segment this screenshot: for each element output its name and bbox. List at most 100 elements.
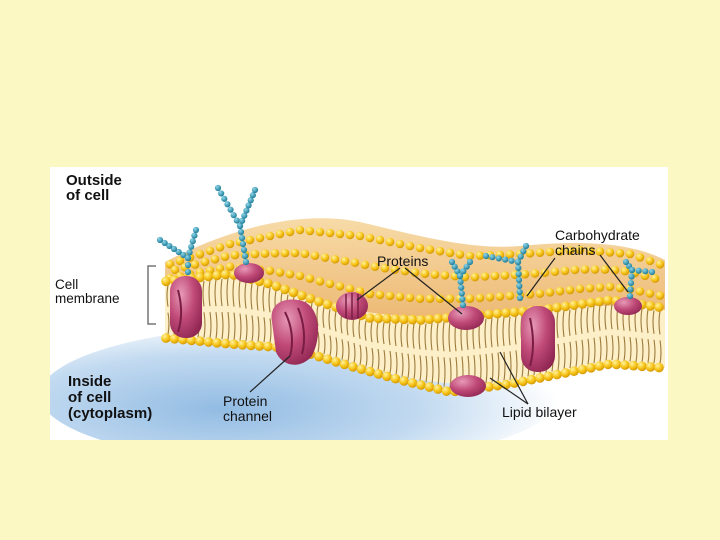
lipid-head [536, 248, 545, 257]
lipid-head [263, 342, 273, 352]
lipid-head [306, 294, 316, 304]
sugar-bead [190, 238, 196, 244]
lipid-head [231, 251, 240, 260]
lipid-head [382, 372, 392, 382]
lipid-head [552, 370, 562, 380]
lipid-head [357, 364, 367, 374]
lipid-head [365, 367, 375, 377]
lipid-head [578, 365, 588, 375]
lipid-head [226, 262, 235, 271]
lipid-head [221, 339, 231, 349]
lipid-head [289, 288, 299, 298]
lipid-head [501, 380, 511, 390]
sugar-bead [628, 280, 634, 286]
lipid-head [326, 229, 335, 238]
sugar-bead [516, 271, 522, 277]
lipid-head [331, 357, 341, 367]
lipid-head [229, 339, 239, 349]
sugar-bead [515, 259, 521, 265]
lipid-head [544, 372, 554, 382]
lipid-head [376, 291, 385, 300]
lipid-head [491, 272, 500, 281]
lipid-head [591, 265, 600, 274]
lipid-head [406, 242, 415, 251]
lipid-head [255, 341, 265, 351]
lipid-head [346, 231, 355, 240]
lipid-head [629, 361, 639, 371]
lipid-head [226, 240, 235, 249]
lipid-head [510, 307, 520, 317]
sugar-bead [460, 302, 466, 308]
lipid-head [314, 352, 324, 362]
sugar-bead [629, 267, 635, 273]
lipid-head [161, 333, 171, 343]
protein-channel [272, 299, 319, 364]
lipid-head [276, 230, 285, 239]
lipid-head [612, 360, 622, 370]
lipid-head [251, 250, 260, 259]
sugar-bead [502, 257, 508, 263]
lipid-head [441, 271, 450, 280]
sugar-bead [523, 243, 529, 249]
lipid-head [374, 369, 384, 379]
lipid-head [436, 247, 445, 256]
lipid-head [306, 274, 315, 283]
lipid-head [382, 314, 392, 324]
lipid-head [484, 310, 494, 320]
lipid-head [561, 368, 571, 378]
sugar-bead [193, 227, 199, 233]
sugar-bead [517, 289, 523, 295]
lipid-head [656, 291, 665, 300]
lipid-head [595, 297, 605, 307]
lipid-head [336, 282, 345, 291]
sugar-bead [489, 254, 495, 260]
lipid-head [191, 260, 200, 269]
lipid-head [321, 253, 330, 262]
lipid-head [221, 270, 231, 280]
sugar-bead [243, 259, 249, 265]
sugar-bead [187, 249, 193, 255]
label-protein-channel-line2: channel [223, 409, 272, 424]
label-lipid-bilayer: Lipid bilayer [502, 405, 577, 420]
lipid-head [646, 257, 655, 266]
lipid-head [316, 277, 325, 286]
membrane-bracket [148, 266, 156, 324]
lipid-head [646, 301, 656, 311]
lipid-head [261, 249, 270, 258]
lipid-head [346, 284, 355, 293]
lipid-head [271, 249, 280, 258]
lipid-head [561, 267, 570, 276]
lipid-head [280, 285, 290, 295]
sugar-bead [185, 269, 191, 275]
label-inside-of-cell: Inside of cell (cytoplasm) [68, 374, 152, 422]
lipid-head [471, 273, 480, 282]
lipid-head [212, 338, 222, 348]
label-outside-line2: of cell [66, 188, 122, 203]
lipid-head [620, 360, 630, 370]
lipid-head [291, 249, 300, 258]
lipid-head [326, 280, 335, 289]
lipid-head [586, 298, 596, 308]
sugar-bead [242, 253, 248, 259]
lipid-head [216, 243, 225, 252]
protein-left [170, 276, 202, 338]
protein-small-channel [336, 292, 368, 320]
sugar-bead [231, 212, 237, 218]
lipid-head [361, 261, 370, 270]
lipid-head [486, 293, 495, 302]
lipid-head [196, 250, 205, 259]
lipid-head [296, 272, 305, 281]
lipid-head [546, 288, 555, 297]
lipid-head [238, 340, 248, 350]
sugar-bead [458, 285, 464, 291]
lipid-head [416, 244, 425, 253]
sugar-bead [623, 259, 629, 265]
lipid-head [246, 236, 255, 245]
label-outside-of-cell: Outside of cell [66, 173, 122, 203]
lipid-head [496, 292, 505, 301]
lipid-head [433, 384, 443, 394]
sugar-bead [627, 293, 633, 299]
lipid-head [348, 362, 358, 372]
lipid-head [493, 309, 503, 319]
lipid-head [569, 366, 579, 376]
